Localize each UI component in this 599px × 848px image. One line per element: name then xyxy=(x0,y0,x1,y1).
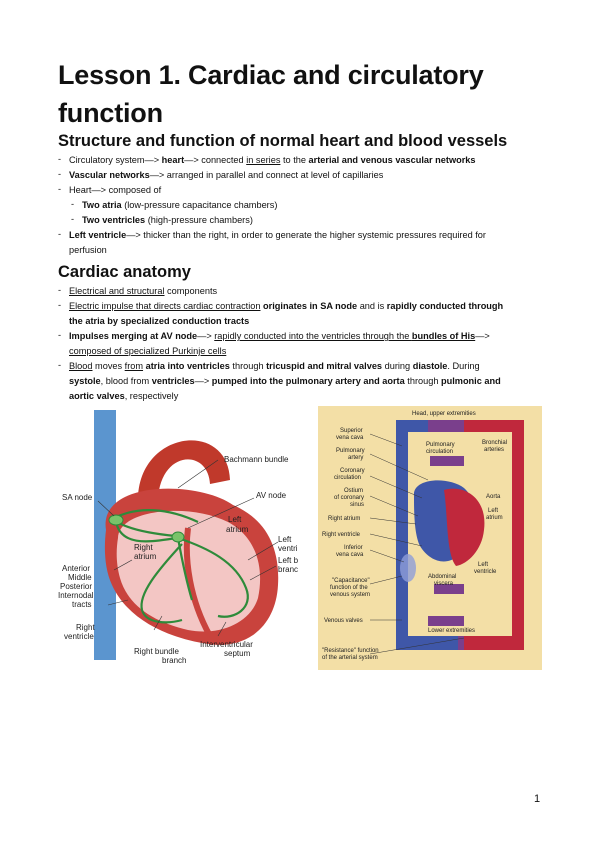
label-septum-1: Interventricular xyxy=(200,640,253,649)
section-heading-cardiac-anatomy: Cardiac anatomy xyxy=(58,263,191,281)
label-left-ventricle-1: Left xyxy=(478,562,488,568)
label-septum-2: septum xyxy=(224,649,251,658)
circulation-figure: Superior vena cava Pulmonary artery Coro… xyxy=(318,406,542,670)
label-capacitance-3: venous system xyxy=(330,592,370,598)
list-item: Left ventricle—> thicker than the right,… xyxy=(58,227,548,258)
list-item: Two ventricles (high-pressure chambers) xyxy=(58,212,548,228)
arterial-vessel xyxy=(464,420,524,650)
label-venous-valves: Venous valves xyxy=(324,618,363,624)
label-ostium-1: Ostium xyxy=(344,488,363,494)
label-right-atrium-2: atrium xyxy=(134,552,157,561)
list-item: Vascular networks—> arranged in parallel… xyxy=(58,167,548,183)
label-right-atrium-1: Right xyxy=(134,543,153,552)
label-left-ventricle-2: ventricle xyxy=(278,544,298,553)
label-abdominal-1: Abdominal xyxy=(428,574,456,580)
label-ostium-2: of coronary xyxy=(334,495,364,501)
label-ivc-2: vena cava xyxy=(336,552,364,558)
capillary-beds xyxy=(428,420,464,650)
venous-vessel xyxy=(396,420,458,650)
list-item: Electric impulse that directs cardiac co… xyxy=(58,298,548,329)
page-title: Lesson 1. Cardiac and circulatory functi… xyxy=(58,60,484,128)
label-internodal-2: tracts xyxy=(72,600,92,609)
label-aorta: Aorta xyxy=(486,494,501,500)
label-right-bundle-2: branch xyxy=(162,656,186,665)
label-right-ventricle: Right ventricle xyxy=(322,532,361,538)
label-coronary-1: Coronary xyxy=(340,468,365,474)
list-item: Blood moves from atria into ventricles t… xyxy=(58,358,548,404)
label-svc-1: Superior xyxy=(340,428,363,434)
page-number: 1 xyxy=(534,793,541,805)
heart-conduction-figure: Bachmann bundle SA node AV node Left atr… xyxy=(58,410,298,665)
label-middle: Middle xyxy=(68,573,92,582)
label-right-ventricle-2: ventricle xyxy=(64,632,94,641)
label-right-bundle-1: Right bundle xyxy=(134,647,179,656)
label-coronary-2: circulation xyxy=(334,475,361,481)
label-sa-node: SA node xyxy=(62,493,93,502)
capacitance-bulge xyxy=(400,554,416,582)
label-left-ventricle-2: ventricle xyxy=(474,569,497,575)
left-heart-shape xyxy=(444,488,485,566)
label-anterior: Anterior xyxy=(62,564,90,573)
label-bronchial-2: arteries xyxy=(484,447,504,453)
av-node-shape xyxy=(171,531,185,543)
label-resistance-2: of the arterial system xyxy=(322,655,378,661)
label-abdominal-2: viscera xyxy=(434,581,454,587)
label-left-atrium-1: Left xyxy=(488,508,498,514)
list-item: Two atria (low-pressure capacitance cham… xyxy=(58,197,548,213)
label-right-ventricle-1: Right xyxy=(76,623,95,632)
label-av-node: AV node xyxy=(256,491,287,500)
label-bachmann: Bachmann bundle xyxy=(224,455,289,464)
label-left-ventricle-1: Left xyxy=(278,535,292,544)
label-posterior: Posterior xyxy=(60,582,92,591)
list-item: Circulatory system—> heart—> connected i… xyxy=(58,152,548,168)
vena-cava-shape xyxy=(94,410,116,660)
label-internodal-1: Internodal xyxy=(58,591,94,600)
leader-lines xyxy=(369,433,465,655)
list-item: Heart—> composed of xyxy=(58,182,548,198)
conduction-paths xyxy=(113,509,249,624)
label-left-atrium-2: atrium xyxy=(486,515,503,521)
label-pulm-circ-1: Pulmonary xyxy=(426,442,455,448)
label-capacitance-2: function of the xyxy=(330,585,368,591)
label-left-atrium-2: atrium xyxy=(226,525,249,534)
label-right-atrium: Right atrium xyxy=(328,516,360,522)
label-left-bundle-1: Left bundle xyxy=(278,556,298,565)
label-resistance-1: "Resistance" function xyxy=(322,648,379,654)
list-item: Impulses merging at AV node—> rapidly co… xyxy=(58,328,548,359)
label-svc-2: vena cava xyxy=(336,435,364,441)
anatomy-list: Electrical and structural components Ele… xyxy=(58,283,548,404)
label-pulm-artery-1: Pulmonary xyxy=(336,448,365,454)
structure-list: Circulatory system—> heart—> connected i… xyxy=(58,152,548,258)
label-pulm-artery-2: artery xyxy=(348,455,363,461)
leader-lines xyxy=(97,459,279,637)
label-head: Head, upper extremities xyxy=(412,411,476,417)
label-left-bundle-2: branch xyxy=(278,565,298,574)
label-capacitance-1: "Capacitance" xyxy=(332,578,370,584)
list-item: Electrical and structural components xyxy=(58,283,548,299)
aortic-arch-shape xyxy=(138,440,230,500)
label-ivc-1: Inferior xyxy=(344,545,363,551)
label-lower-ext: Lower extremities xyxy=(428,628,475,634)
sa-node-shape xyxy=(108,514,124,526)
label-pulm-circ-2: circulation xyxy=(426,449,453,455)
label-bronchial-1: Bronchial xyxy=(482,440,507,446)
label-left-atrium-1: Left xyxy=(228,515,242,524)
label-ostium-3: sinus xyxy=(350,502,364,508)
septum-shape xyxy=(183,527,213,638)
section-heading-structure: Structure and function of normal heart a… xyxy=(58,132,508,150)
